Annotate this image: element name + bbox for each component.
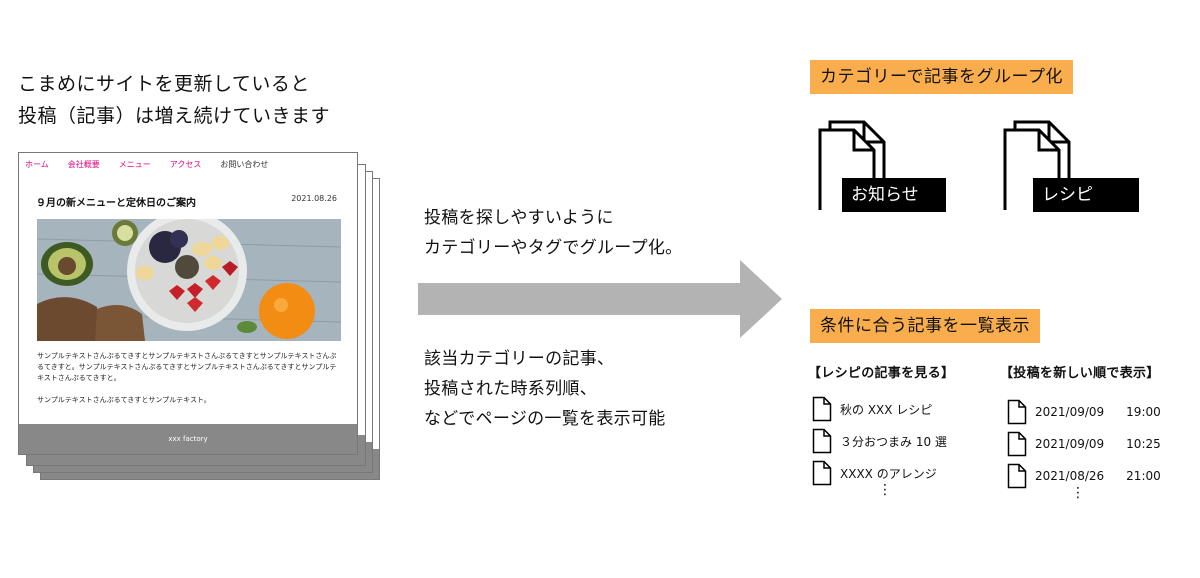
recipe-list: 秋の XXX レシピ ３分おつまみ 10 選 XXXX のアレンジ <box>812 393 947 489</box>
recipe-list-header: 【レシピの記事を見る】 <box>808 366 955 381</box>
newest-list-header: 【投稿を新しい順で表示】 <box>1000 366 1160 381</box>
post-date: 2021.08.26 <box>291 194 337 203</box>
newest-list: 2021/09/09 19:00 2021/09/09 10:25 2021/0… <box>1007 396 1161 492</box>
list-item[interactable]: 2021/08/26 21:00 <box>1007 460 1161 492</box>
category-label-news: お知らせ <box>842 178 946 212</box>
listing-description: 該当カテゴリーの記事、 投稿された時系列順、 などでページの一覧を表示可能 <box>424 344 666 434</box>
nav-item-access[interactable]: アクセス <box>169 160 202 169</box>
more-items-ellipsis: ⋮ <box>878 482 892 498</box>
post-body: サンプルテキストさんぷるてきすとサンプルテキストさんぷるてきすとサンプルテキスト… <box>37 351 343 406</box>
recipe-item-title: XXXX のアレンジ <box>840 466 937 481</box>
intro-line-2: 投稿（記事）は増え続けていきます <box>18 105 331 127</box>
post-date-entry: 2021/09/09 <box>1035 437 1105 451</box>
list-item[interactable]: XXXX のアレンジ <box>812 457 947 489</box>
heading-list-matching: 条件に合う記事を一覧表示 <box>810 309 1040 343</box>
heading-group-by-category: カテゴリーで記事をグループ化 <box>810 60 1073 94</box>
post-time-entry: 19:00 <box>1126 405 1161 419</box>
document-icon <box>1007 399 1027 425</box>
intro-line-1: こまめにサイトを更新していると <box>18 73 310 95</box>
post-date-entry: 2021/09/09 <box>1035 405 1105 419</box>
mockup-nav: ホーム 会社概要 メニュー アクセス お問い合わせ <box>25 159 287 170</box>
listing-line-2: 投稿された時系列順、 <box>424 379 597 399</box>
more-items-ellipsis: ⋮ <box>1071 485 1085 501</box>
document-icon <box>812 460 832 486</box>
post-title: ９月の新メニューと定休日のご案内 <box>36 198 196 209</box>
list-item[interactable]: 秋の XXX レシピ <box>812 393 947 425</box>
page-mockup: ホーム 会社概要 メニュー アクセス お問い合わせ ９月の新メニューと定休日のご… <box>18 152 358 455</box>
intro-text: こまめにサイトを更新していると 投稿（記事）は増え続けていきます <box>18 68 330 132</box>
category-label-recipe: レシピ <box>1033 178 1139 212</box>
post-date-entry: 2021/08/26 <box>1035 469 1105 483</box>
nav-item-home[interactable]: ホーム <box>25 160 49 169</box>
nav-item-contact[interactable]: お問い合わせ <box>220 160 269 169</box>
listing-line-1: 該当カテゴリーの記事、 <box>424 349 615 369</box>
grouping-description: 投稿を探しやすいように カテゴリーやタグでグループ化。 <box>424 203 682 263</box>
document-icon <box>1007 463 1027 489</box>
document-icon <box>812 428 832 454</box>
post-paragraph-2: サンプルテキストさんぷるてきすとサンプルテキスト。 <box>37 396 211 404</box>
food-photo <box>37 219 341 341</box>
footer-text: xxx factory <box>168 435 208 443</box>
page-footer: xxx factory <box>19 424 357 454</box>
nav-item-company[interactable]: 会社概要 <box>67 160 100 169</box>
nav-item-menu[interactable]: メニュー <box>118 160 151 169</box>
document-icon <box>812 396 832 422</box>
listing-line-3: などでページの一覧を表示可能 <box>424 409 666 429</box>
post-paragraph-1: サンプルテキストさんぷるてきすとサンプルテキストさんぷるてきすとサンプルテキスト… <box>37 352 337 382</box>
recipe-item-title: ３分おつまみ 10 選 <box>840 434 947 449</box>
list-item[interactable]: 2021/09/09 10:25 <box>1007 428 1161 460</box>
list-item[interactable]: ３分おつまみ 10 選 <box>812 425 947 457</box>
post-time-entry: 10:25 <box>1126 437 1161 451</box>
post-time-entry: 21:00 <box>1126 469 1161 483</box>
right-arrow-icon <box>418 260 782 338</box>
recipe-item-title: 秋の XXX レシピ <box>840 402 933 417</box>
grouping-line-1: 投稿を探しやすいように <box>424 208 614 228</box>
grouping-line-2: カテゴリーやタグでグループ化。 <box>424 238 683 258</box>
document-icon <box>1007 431 1027 457</box>
list-item[interactable]: 2021/09/09 19:00 <box>1007 396 1161 428</box>
